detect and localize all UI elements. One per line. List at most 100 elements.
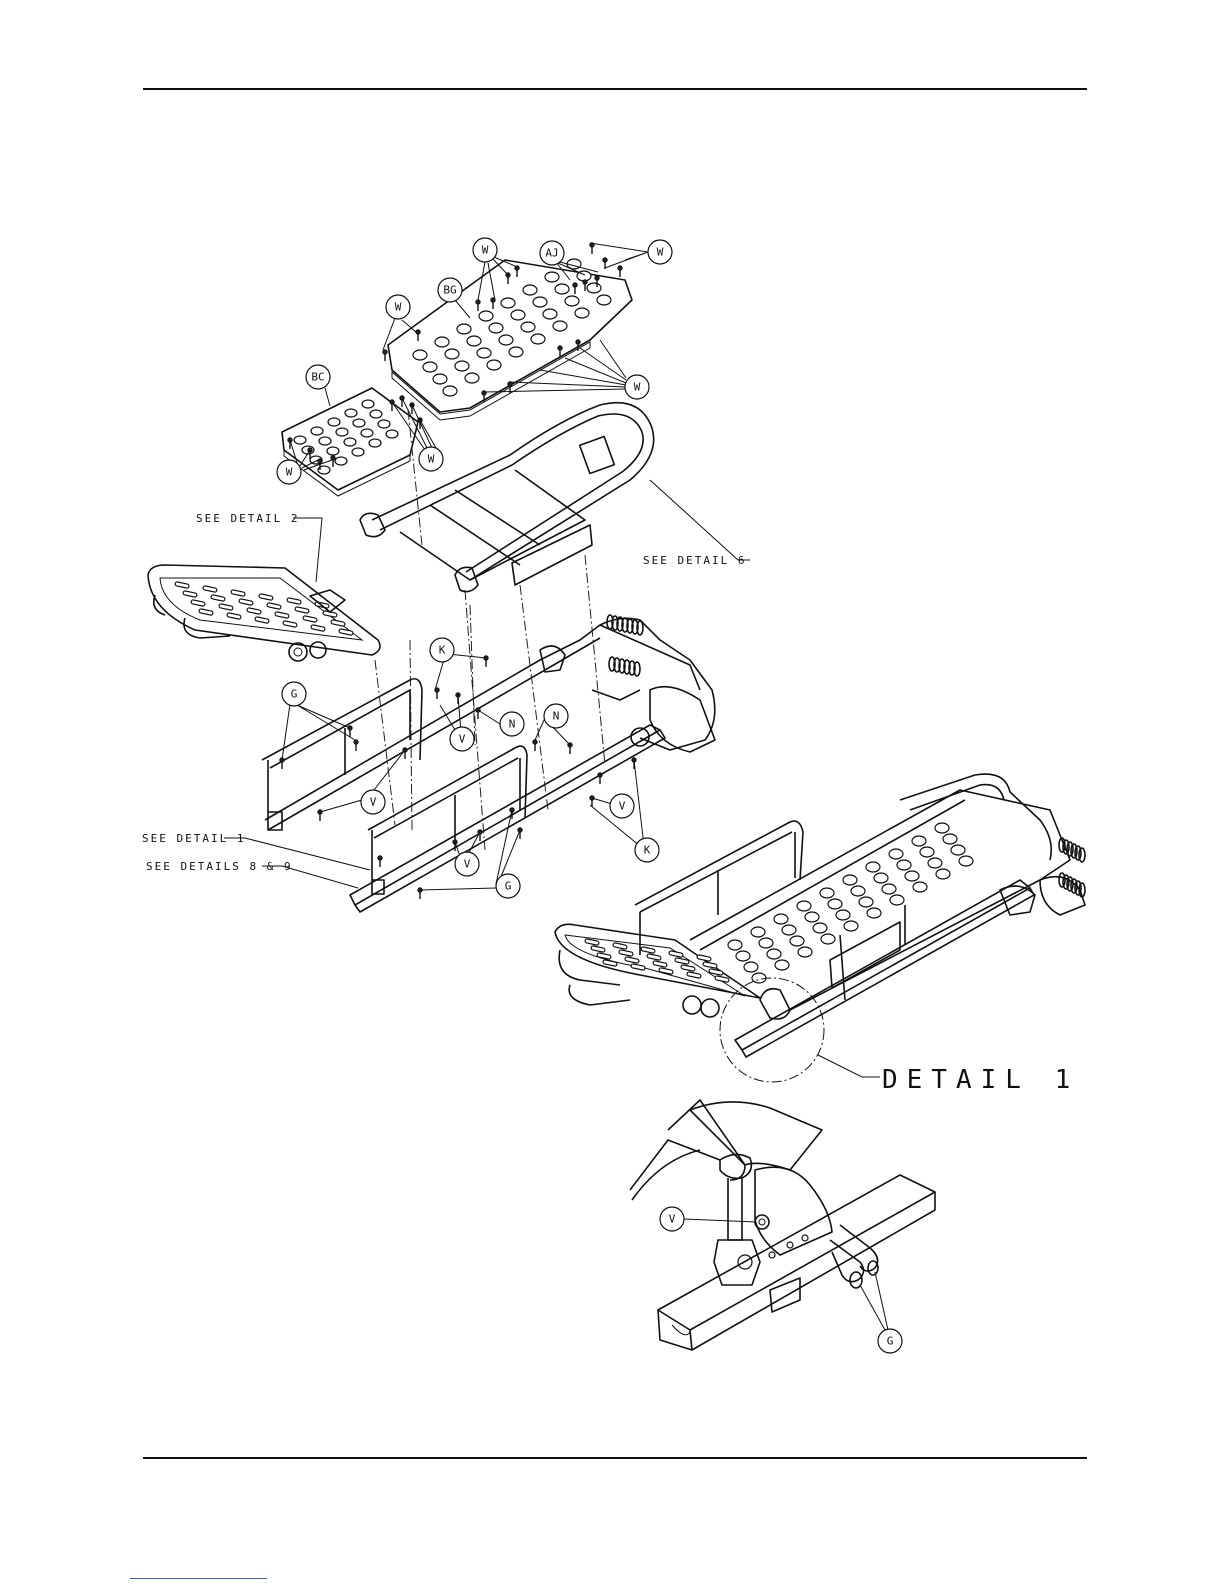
deck-hole [782, 925, 796, 935]
deck-hole [805, 912, 819, 922]
head-slot [183, 591, 198, 598]
deck-hole [821, 934, 835, 944]
head-slot [275, 612, 290, 619]
deck-hole [523, 285, 537, 295]
deck-hole [767, 949, 781, 959]
deck-hole [912, 836, 926, 846]
screw-head [515, 266, 519, 270]
deck-hole [828, 899, 842, 909]
screw-head [383, 350, 387, 354]
callout-n-1: N [500, 712, 524, 736]
deck-hole [345, 409, 357, 417]
callout-v-2: V [361, 790, 385, 814]
head-slot [283, 621, 298, 628]
svg-text:V: V [459, 733, 466, 746]
head-slot [687, 972, 702, 979]
screw-head [331, 456, 335, 460]
deck-hole [913, 882, 927, 892]
svg-text:N: N [509, 718, 516, 731]
deck-panel-bg [388, 259, 632, 420]
deck-hole [555, 284, 569, 294]
deck-hole [533, 297, 547, 307]
deck-hole [467, 336, 481, 346]
deck-panel-bc [282, 388, 418, 496]
deck-hole [352, 448, 364, 456]
screw-head [318, 459, 322, 463]
head-section-frame [148, 565, 380, 661]
deck-hole [543, 309, 557, 319]
head-slot [203, 586, 218, 593]
deck-hole [477, 348, 491, 358]
deck-hole [844, 921, 858, 931]
head-slot [619, 950, 634, 957]
head-slot [267, 603, 282, 610]
deck-hole [920, 847, 934, 857]
head-slot [303, 616, 318, 623]
spring-coil [1071, 844, 1077, 858]
callout-w-3: W [386, 295, 410, 319]
callout-bc: BC [306, 365, 330, 389]
head-slot [239, 599, 254, 606]
svg-text:V: V [464, 858, 471, 871]
head-slot [331, 620, 346, 627]
deck-hole [889, 849, 903, 859]
head-slot [199, 609, 214, 616]
assembled-stretcher-view [555, 774, 1085, 1057]
callout-g-detail: G [878, 1329, 902, 1353]
spring-coil [1075, 846, 1081, 860]
caption-see-details-8-9: SEE DETAILS 8 & 9 [146, 860, 293, 873]
deck-hole [328, 418, 340, 426]
caption-see-detail-6: SEE DETAIL 6 [643, 554, 746, 567]
deck-hole [797, 901, 811, 911]
deck-hole [294, 436, 306, 444]
deck-hole [744, 962, 758, 972]
svg-text:W: W [657, 246, 664, 259]
deck-hole [759, 938, 773, 948]
deck-hole [370, 410, 382, 418]
head-slot [659, 968, 674, 975]
callout-bg: BG [438, 278, 462, 302]
svg-text:K: K [644, 844, 651, 857]
deck-hole [457, 324, 471, 334]
deck-hole [336, 428, 348, 436]
deck-hole [813, 923, 827, 933]
deck-hole [465, 373, 479, 383]
screw-head [595, 276, 599, 280]
deck-hole [928, 858, 942, 868]
deck-hole [423, 362, 437, 372]
callout-w-2: W [473, 238, 497, 262]
head-slot [287, 598, 302, 605]
screw-head [598, 773, 602, 777]
deck-hole [386, 430, 398, 438]
deck-hole [905, 871, 919, 881]
head-slot [603, 960, 618, 967]
deck-hole [836, 910, 850, 920]
screw-head [476, 300, 480, 304]
screw-head [482, 391, 486, 395]
screw-head [354, 740, 358, 744]
deck-hole [443, 386, 457, 396]
caption-see-detail-1: SEE DETAIL 1 [142, 832, 245, 845]
deck-hole [565, 296, 579, 306]
callout-w-6: W [277, 460, 301, 484]
deck-hole [820, 888, 834, 898]
head-slot [191, 600, 206, 607]
deck-hole [344, 438, 356, 446]
hoop-frame [360, 403, 654, 592]
head-slot [715, 976, 730, 983]
svg-text:V: V [619, 800, 626, 813]
spring-coil [1059, 873, 1065, 887]
callout-g-1: G [282, 682, 306, 706]
deck-hole [369, 439, 381, 447]
svg-text:G: G [887, 1335, 894, 1348]
svg-text:BG: BG [443, 284, 456, 297]
deck-hole [751, 927, 765, 937]
head-slot [219, 604, 234, 611]
deck-hole [587, 283, 601, 293]
screw-head [603, 258, 607, 262]
main-base-frame [262, 615, 715, 912]
svg-text:G: G [505, 880, 512, 893]
deck-hole [943, 834, 957, 844]
head-slot [591, 946, 606, 953]
